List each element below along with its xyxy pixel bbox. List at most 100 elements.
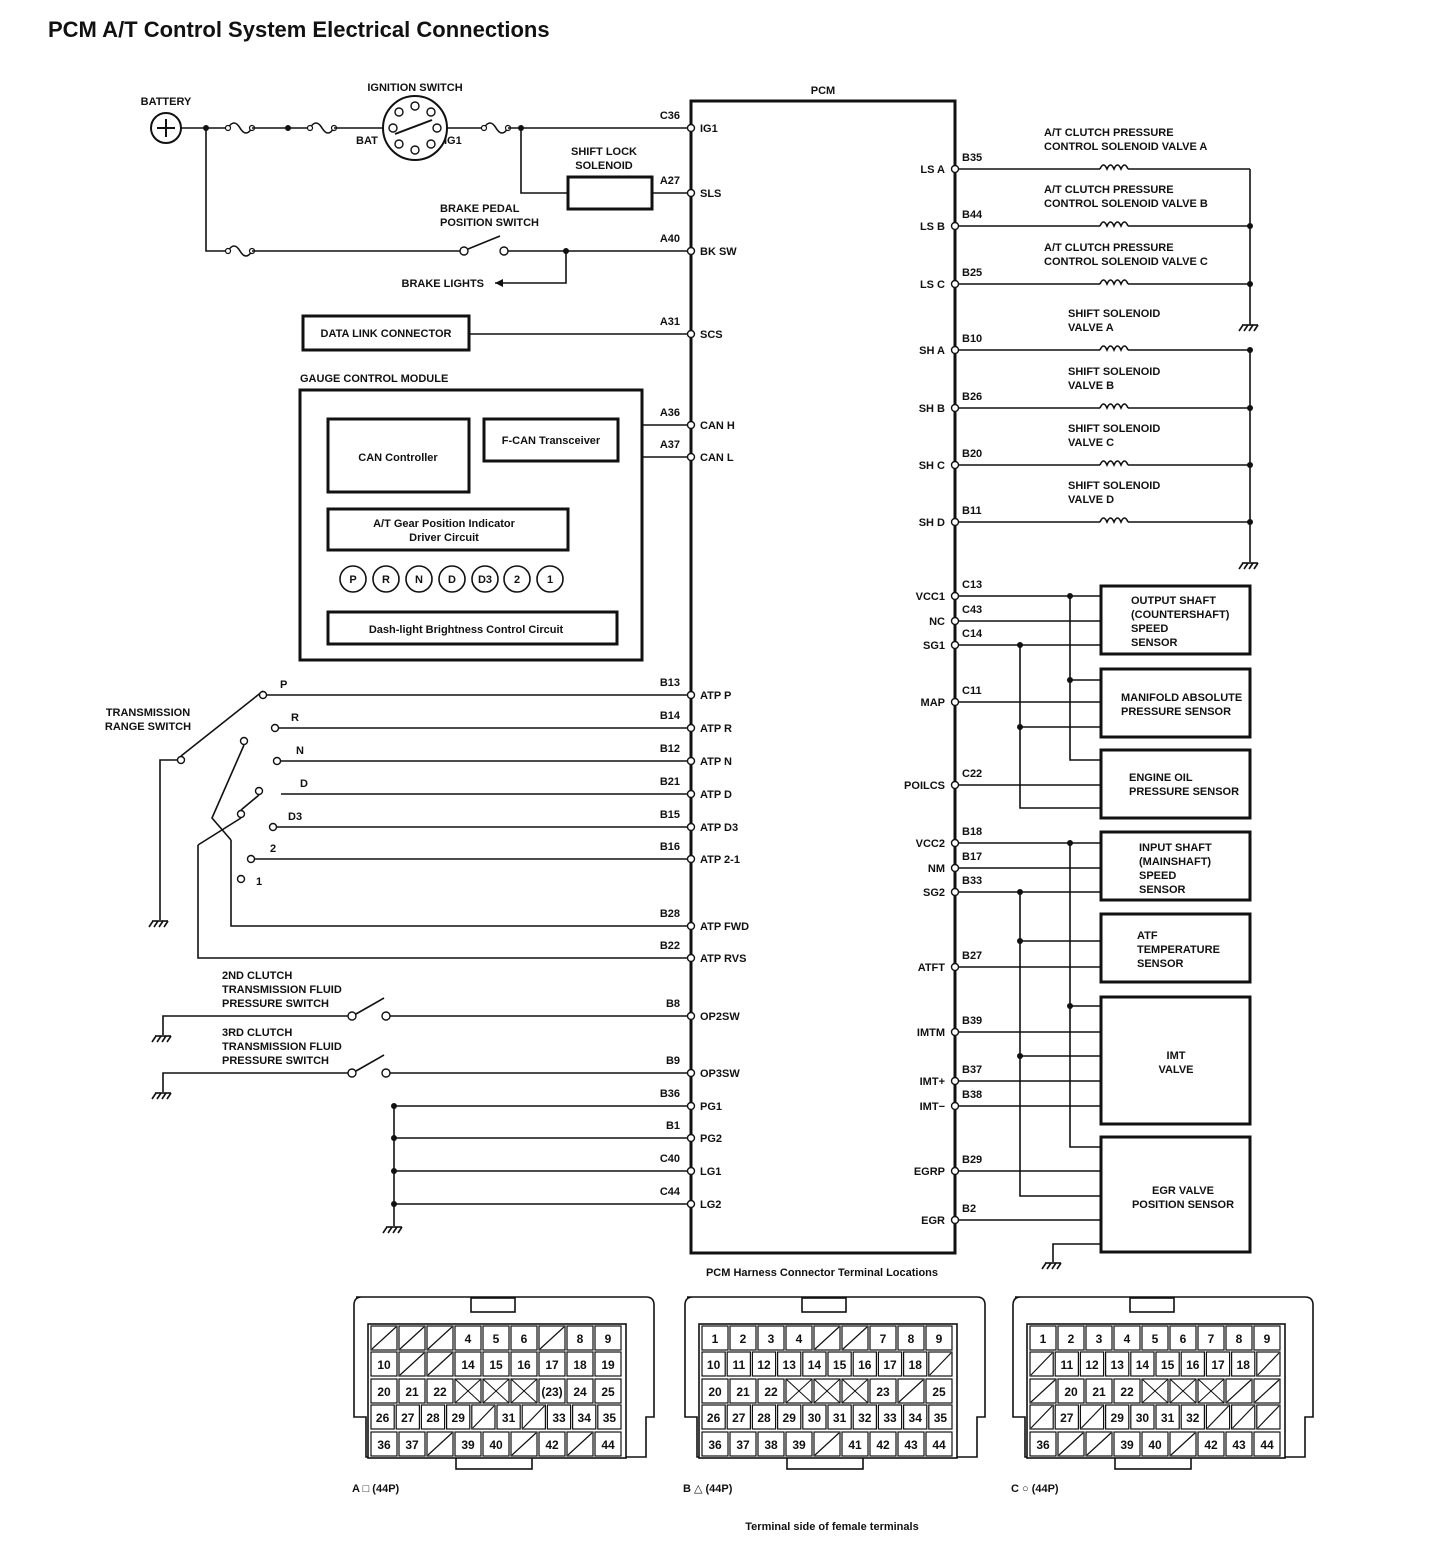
ground-icon <box>1238 562 1244 570</box>
connector-cell <box>897 1325 925 1351</box>
pin-name: ATP N <box>700 756 732 768</box>
terminal-circle <box>950 962 960 972</box>
connector-cell <box>785 1325 813 1351</box>
terminal-circle <box>686 690 696 700</box>
connector-cell <box>1054 1404 1079 1430</box>
connector-cell <box>869 1325 897 1351</box>
terminal-circle <box>236 809 246 819</box>
terminal-number: 10 <box>707 1358 721 1372</box>
pin-name: OP2SW <box>700 1011 740 1023</box>
connector-cell <box>395 1404 421 1430</box>
terminal-number: 37 <box>405 1438 419 1452</box>
solenoid-label: SHIFT SOLENOID <box>1068 308 1160 320</box>
pin-name: LG1 <box>700 1166 721 1178</box>
terminal-circle <box>410 101 420 111</box>
sensor-label: SENSOR <box>1137 958 1184 970</box>
terminal-number: 3 <box>1096 1332 1103 1346</box>
connector-cell <box>1104 1404 1130 1430</box>
connector-cell <box>902 1351 928 1377</box>
ground-icon <box>1253 324 1259 332</box>
pin-name: LS C <box>920 279 945 291</box>
sensor-label: VALVE <box>1158 1064 1193 1076</box>
gear-indicator-lamp <box>339 565 367 593</box>
pressure-switch-blade <box>355 1054 385 1072</box>
terminal-id: B13 <box>660 677 680 689</box>
terminal-number: 23 <box>876 1385 890 1399</box>
terminal-number: 25 <box>932 1385 946 1399</box>
blank-cell-mark <box>399 1352 425 1376</box>
pin-name: ATP D3 <box>700 822 738 834</box>
terminal-circle <box>950 780 960 790</box>
connector-tab <box>455 1456 533 1470</box>
sensor-label: PRESSURE SENSOR <box>1121 706 1231 718</box>
terminal-circle <box>686 921 696 931</box>
blank-cell-mark <box>1257 1405 1280 1429</box>
solenoid-label: A/T CLUTCH PRESSURE <box>1044 127 1174 139</box>
terminal-number: 44 <box>601 1438 615 1452</box>
connector-cell <box>482 1325 510 1351</box>
sensor-box <box>1099 667 1252 739</box>
terminal-id: B36 <box>660 1088 680 1100</box>
sensor-label: TEMPERATURE <box>1137 944 1220 956</box>
ground-icon <box>382 1226 388 1234</box>
connector-cell <box>1079 1351 1105 1377</box>
pin-name: VCC2 <box>916 838 945 850</box>
terminal-id: B28 <box>660 908 680 920</box>
pin-name: LS A <box>920 164 945 176</box>
connector-cell <box>897 1431 925 1457</box>
terminal-circle <box>347 1011 357 1021</box>
pressure-switch-blade <box>355 997 385 1015</box>
terminal-circle <box>381 1068 391 1078</box>
terminal-circle <box>686 1166 696 1176</box>
terminal-circle <box>272 756 282 766</box>
terminal-circle <box>950 1101 960 1111</box>
terminal-number: 11 <box>1060 1358 1073 1372</box>
pin-name: BK SW <box>700 246 737 258</box>
connector-cell <box>841 1431 869 1457</box>
fuse-icon <box>227 245 253 257</box>
shift-lock-solenoid-label: SHIFT LOCK <box>571 146 637 158</box>
pin-name: IMT+ <box>920 1076 945 1088</box>
dashlight-box <box>326 610 619 646</box>
terminal-number: 6 <box>1180 1332 1187 1346</box>
connector-cell <box>1085 1378 1113 1404</box>
terminal-circle <box>686 789 696 799</box>
terminal-id: B44 <box>962 209 983 221</box>
connector-latch <box>801 1297 847 1313</box>
gear-indicator-label: N <box>415 574 423 586</box>
fuse-icon <box>483 122 509 134</box>
pressure-switch-label: 3RD CLUTCH <box>222 1027 292 1039</box>
terminal-number: 9 <box>936 1332 943 1346</box>
terminal-number: 9 <box>605 1332 612 1346</box>
connector-cell <box>454 1431 482 1457</box>
terminal-number: 42 <box>1204 1438 1218 1452</box>
terminal-circle <box>686 854 696 864</box>
blank-cell-mark <box>454 1378 482 1404</box>
range-switch-blade <box>180 690 264 757</box>
junction-dot <box>285 125 291 131</box>
terminal-circle <box>499 246 509 256</box>
sensor-label: EGR VALVE <box>1152 1185 1214 1197</box>
terminal-number: (23) <box>541 1385 562 1399</box>
terminal-id: B8 <box>666 998 680 1010</box>
terminal-circle <box>239 736 249 746</box>
terminal-number: 36 <box>1036 1438 1050 1452</box>
terminal-id: A40 <box>660 233 680 245</box>
ground-icon <box>1253 562 1259 570</box>
terminal-number: 8 <box>1236 1332 1243 1346</box>
terminal-number: 14 <box>808 1358 822 1372</box>
terminal-circle <box>258 690 268 700</box>
fcan-transceiver-box <box>482 417 620 463</box>
terminal-id: B26 <box>962 391 982 403</box>
blank-cell-mark <box>1170 1432 1196 1456</box>
connector-cell <box>751 1404 777 1430</box>
coil-icon <box>1099 164 1129 171</box>
terminal-number: 32 <box>858 1411 872 1425</box>
coil-icon <box>1099 517 1129 524</box>
terminal-circle <box>950 838 960 848</box>
terminal-number: 26 <box>376 1411 390 1425</box>
components <box>150 95 1252 1254</box>
terminal-number: 20 <box>1064 1385 1078 1399</box>
sensor-label: PRESSURE SENSOR <box>1129 786 1239 798</box>
pin-name: EGR <box>921 1215 945 1227</box>
